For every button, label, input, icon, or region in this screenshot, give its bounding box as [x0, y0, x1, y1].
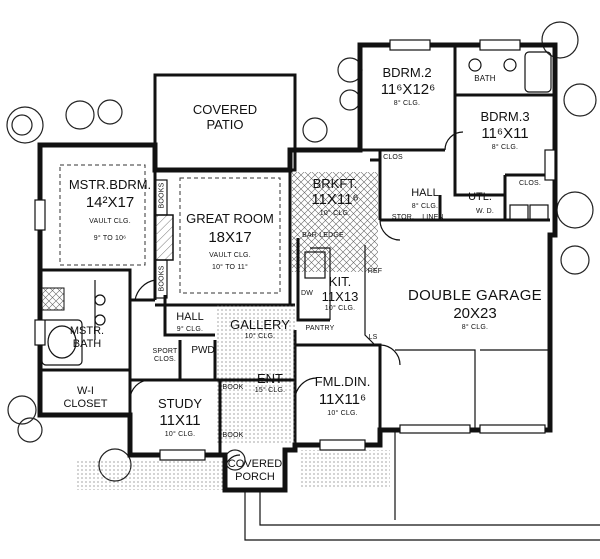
sport-clos-label: SPORT CLOS. — [152, 348, 178, 364]
study-clg: 10° CLG. — [164, 431, 196, 438]
bar-ledge-label: BAR LEDGE — [302, 232, 344, 239]
dw-label: DW — [300, 290, 314, 297]
bdrm2-name: BDRM.2 — [382, 65, 432, 80]
garage-clg: 8° CLG. — [461, 324, 489, 331]
bdrm3-clg: 8° CLG. — [491, 144, 519, 151]
windows — [34, 39, 556, 461]
bookshelf-bottom — [154, 259, 168, 299]
study-name: STUDY — [157, 396, 203, 411]
mstr-bdrm-clg2: 9° TO 10⁶ — [93, 235, 127, 242]
ent-name: ENT — [257, 371, 283, 386]
hall-right-name: HALL — [411, 187, 439, 199]
bookshelf-top — [154, 179, 168, 216]
ref-label: REF — [367, 268, 383, 275]
hall-left-name: HALL — [176, 311, 204, 323]
vault-outline-great — [179, 177, 281, 294]
mstr-bdrm-clg: VAULT CLG. — [89, 218, 131, 225]
entry-floor — [215, 305, 295, 445]
great-room-name: GREAT ROOM — [186, 211, 274, 226]
brkft-floor — [292, 172, 378, 272]
utl-label: UTL. — [468, 191, 492, 203]
fml-din-clg: 10° CLG. — [327, 410, 358, 417]
linen-label: LINEN — [422, 214, 444, 221]
planting-bed — [300, 450, 390, 488]
mstr-bdrm-name: MSTR.BDRM. — [68, 177, 152, 192]
bath-fixtures — [468, 51, 552, 93]
gallery-clg: 10° CLG. — [244, 333, 276, 340]
great-room-clg2: 10° TO 11° — [211, 264, 248, 271]
brkft-name: BRKFT. — [312, 176, 358, 191]
kitchen-counters — [296, 238, 376, 346]
book-label-top: BOOK — [222, 384, 244, 391]
kit-size: 11X13 — [321, 289, 359, 304]
mstr-bdrm-size: 14²X17 — [85, 194, 135, 211]
stor-label: STOR. — [391, 214, 415, 221]
planting-bed-left — [75, 460, 225, 490]
bdrm2-size: 11⁶X12⁶ — [380, 81, 436, 98]
kit-name: KIT. — [328, 274, 352, 289]
wd-label: W. D. — [475, 208, 495, 215]
clos-bdrm2-label: CLOS — [383, 154, 403, 161]
wi-closet-label: W-I CLOSET — [63, 385, 108, 410]
garage-name: DOUBLE GARAGE — [408, 287, 542, 304]
fml-din-name: FML.DIN. — [314, 374, 371, 389]
great-room-clg: VAULT CLG. — [209, 252, 251, 259]
clos-bdrm3-label: CLOS. — [518, 180, 541, 187]
kit-clg: 10° CLG. — [324, 305, 356, 312]
brkft-clg: 10° CLG. — [319, 210, 351, 217]
hall-left-clg: 9° CLG. — [176, 326, 204, 333]
hall-right-clg: 8° CLG. — [411, 203, 439, 210]
laundry-fixtures — [509, 204, 549, 221]
covered-porch-label: COVERED PORCH — [227, 458, 283, 484]
bdrm3-size: 11⁶X11 — [481, 125, 529, 142]
bdrm3-name: BDRM.3 — [480, 109, 530, 124]
study-size: 11X11 — [159, 412, 201, 429]
vault-outline-master — [59, 164, 146, 266]
fml-din-size: 11X11⁶ — [318, 391, 367, 408]
covered-patio-label: COVERED PATIO — [192, 102, 258, 132]
mstr-bath-label: MSTR. BATH — [69, 325, 105, 350]
garage-size: 20X23 — [453, 305, 497, 322]
books-label-bottom: BOOKS — [158, 265, 166, 292]
bath-top-label: BATH — [474, 74, 496, 83]
brkft-size: 11X11⁶ — [311, 191, 359, 208]
great-room-size: 18X17 — [208, 229, 252, 246]
master-bath-fixtures — [41, 280, 106, 366]
bdrm2-clg: 8° CLG. — [393, 100, 421, 107]
pantry-label: PANTRY — [305, 325, 335, 332]
pwdr-label: PWD — [191, 345, 215, 356]
garage-doors — [399, 424, 546, 434]
ls-label: LS — [368, 334, 378, 341]
book-label-bottom: BOOK — [222, 432, 244, 439]
gallery-name: GALLERY — [230, 317, 290, 332]
books-label-top: BOOKS — [158, 182, 166, 209]
door-swings — [129, 131, 464, 471]
ent-clg: 15° CLG. — [254, 387, 286, 394]
